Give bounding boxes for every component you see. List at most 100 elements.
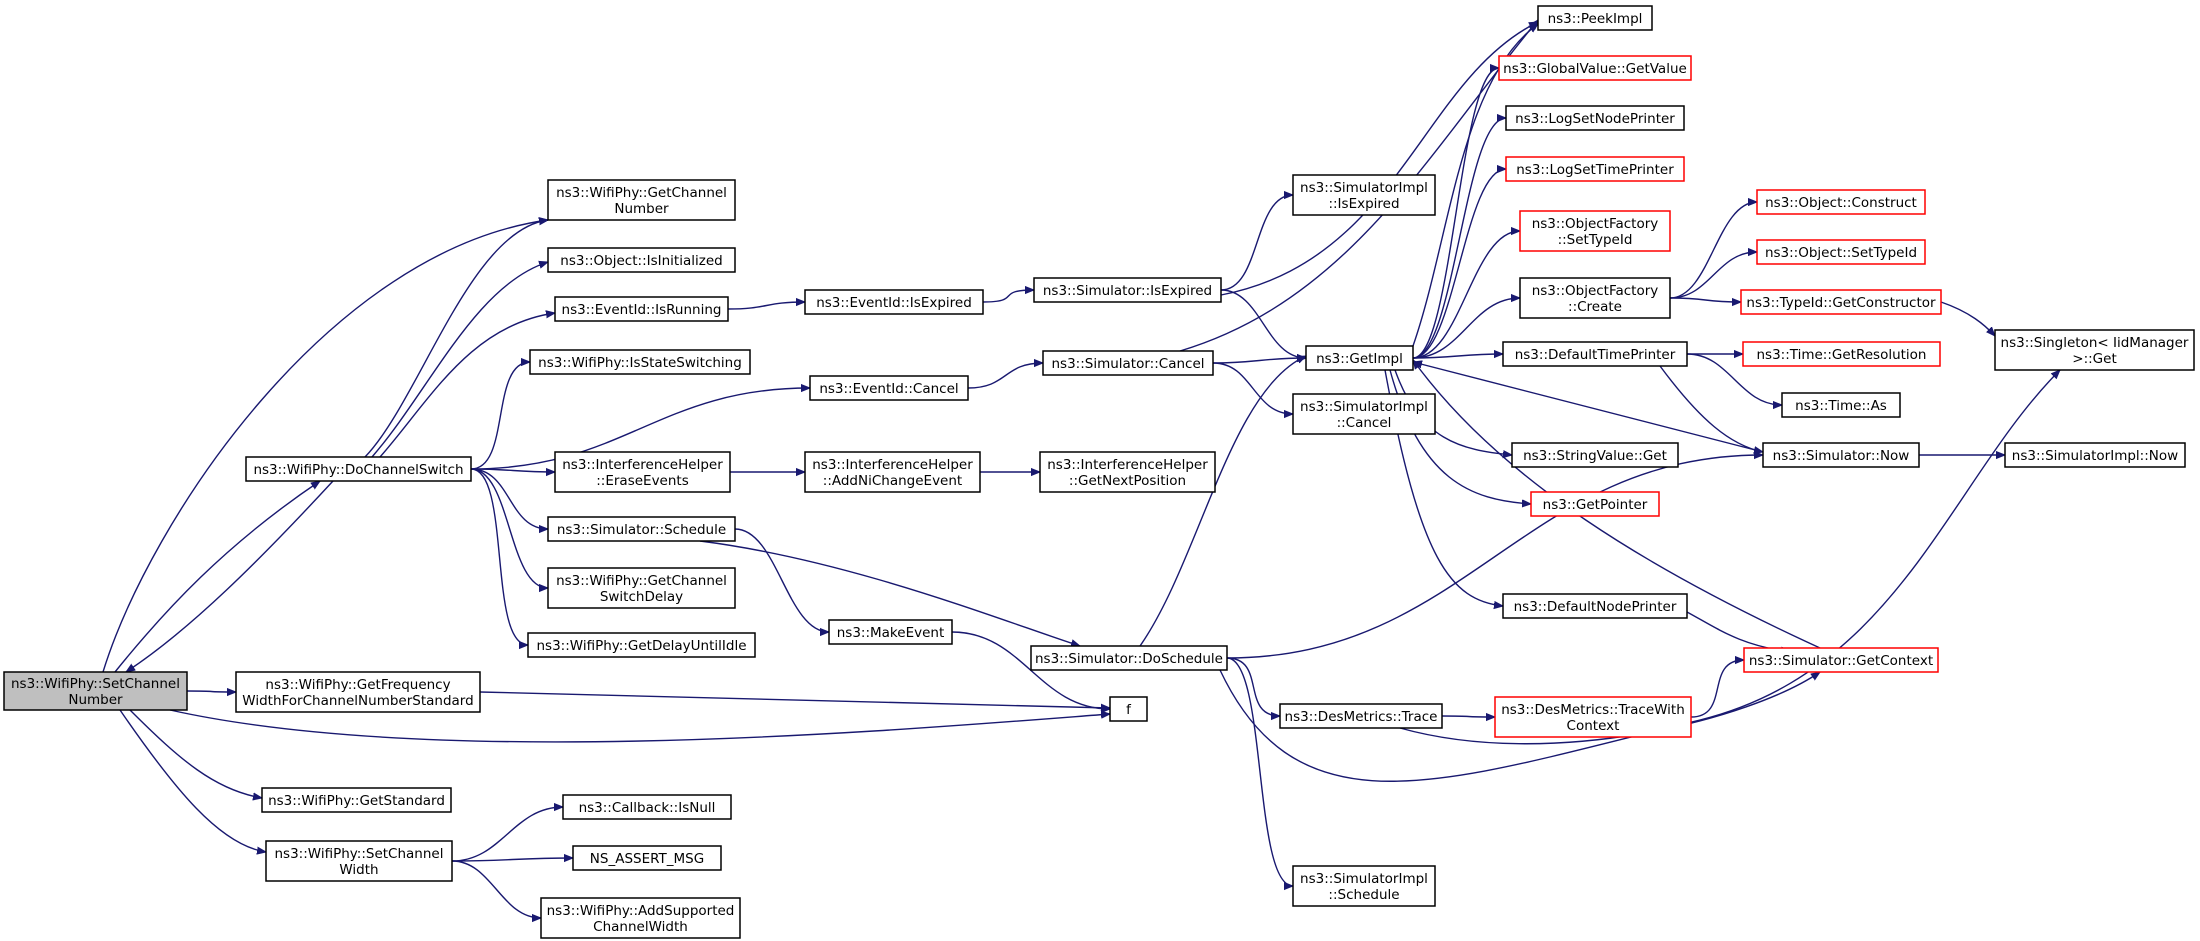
node-peek[interactable]: ns3::PeekImpl: [1537, 5, 1653, 31]
node-intadd[interactable]: ns3::InterferenceHelper::AddNiChangeEven…: [804, 451, 981, 493]
node-box: [1994, 329, 2195, 371]
edge-getimpl-to-ofcreate: [1412, 298, 1520, 359]
node-getptr[interactable]: ns3::GetPointer: [1530, 491, 1660, 517]
edge-setchan-to-dochan: [114, 481, 320, 673]
node-simnow[interactable]: ns3::Simulator::Now: [1762, 442, 1920, 468]
node-box: [527, 632, 756, 658]
edge-simctx-to-getimpl: [1413, 360, 1821, 649]
node-destrace[interactable]: ns3::DesMetrics::Trace: [1279, 703, 1443, 729]
node-label: f: [1126, 702, 1132, 718]
node-strget[interactable]: ns3::StringValue::Get: [1511, 442, 1679, 468]
node-dosched[interactable]: ns3::Simulator::DoSchedule: [1030, 645, 1228, 671]
node-label: Number: [68, 692, 123, 708]
edge-dochan-to-isinit: [371, 262, 548, 458]
edge-getimpl-to-defnode: [1384, 369, 1503, 606]
node-label: ns3::WifiPhy::SetChannel: [11, 676, 180, 692]
node-box: [1502, 593, 1688, 619]
node-label: ns3::SimulatorImpl: [1300, 399, 1428, 415]
node-box: [1511, 442, 1679, 468]
node-label: ns3::InterferenceHelper: [812, 457, 973, 473]
edge-setchan-to-getchan: [102, 220, 548, 673]
edge-layer: [102, 20, 2060, 918]
node-intnext[interactable]: ns3::InterferenceHelper::GetNextPosition: [1039, 451, 1216, 493]
node-singleton[interactable]: ns3::Singleton< IidManager >::Get: [1994, 329, 2195, 371]
node-label: ns3::Singleton< IidManager: [2001, 335, 2189, 351]
node-label: ChannelWidth: [593, 919, 688, 935]
node-getimpl[interactable]: ns3::GetImpl: [1305, 345, 1414, 371]
node-box: [1033, 277, 1222, 303]
node-simimplexp[interactable]: ns3::SimulatorImpl::IsExpired: [1292, 174, 1436, 216]
node-simcancel[interactable]: ns3::Simulator::Cancel: [1042, 350, 1214, 376]
node-ofcreate[interactable]: ns3::ObjectFactory::Create: [1519, 277, 1671, 319]
node-label: ns3::WifiPhy::DoChannelSwitch: [253, 462, 463, 478]
edge-dochan-to-evcancel: [470, 388, 810, 470]
node-label: >::Get: [2072, 351, 2116, 367]
edge-defnode-to-simctx: [1686, 611, 1790, 652]
node-interase[interactable]: ns3::InterferenceHelper::EraseEvents: [554, 451, 731, 493]
node-box: [1756, 189, 1926, 215]
edge-dosched-to-singleton: [1219, 370, 2060, 782]
node-label: ns3::DesMetrics::Trace: [1285, 709, 1438, 725]
edge-simcancel-to-simimplcancel: [1212, 362, 1293, 414]
node-assert[interactable]: NS_ASSERT_MSG: [572, 845, 722, 871]
node-timeres[interactable]: ns3::Time::GetResolution: [1742, 341, 1941, 367]
node-ofset[interactable]: ns3::ObjectFactory::SetTypeId: [1519, 210, 1671, 252]
node-box: [804, 289, 984, 315]
node-getfreq[interactable]: ns3::WifiPhy::GetFrequencyWidthForChanne…: [235, 671, 481, 713]
node-timeas[interactable]: ns3::Time::As: [1781, 392, 1901, 418]
node-isinit[interactable]: ns3::Object::IsInitialized: [547, 247, 736, 273]
node-cbnull[interactable]: ns3::Callback::IsNull: [562, 794, 732, 820]
node-label: ns3::InterferenceHelper: [562, 457, 723, 473]
node-simimplcancel[interactable]: ns3::SimulatorImpl::Cancel: [1292, 393, 1436, 435]
node-simimplnow[interactable]: ns3::SimulatorImpl::Now: [2004, 442, 2186, 468]
node-evcancel[interactable]: ns3::EventId::Cancel: [809, 375, 969, 401]
node-simctx[interactable]: ns3::Simulator::GetContext: [1743, 647, 1939, 673]
node-label: ::GetNextPosition: [1069, 473, 1186, 489]
node-simexp[interactable]: ns3::Simulator::IsExpired: [1033, 277, 1222, 303]
node-evexp[interactable]: ns3::EventId::IsExpired: [804, 289, 984, 315]
node-box: [1279, 703, 1443, 729]
node-logtime[interactable]: ns3::LogSetTimePrinter: [1505, 156, 1685, 182]
edge-dosched-to-simnow: [1226, 455, 1763, 659]
node-getdui[interactable]: ns3::WifiPhy::GetDelayUntilIdle: [527, 632, 756, 658]
node-label: ns3::ObjectFactory: [1532, 283, 1659, 299]
node-gvget[interactable]: ns3::GlobalValue::GetValue: [1498, 55, 1692, 81]
node-f[interactable]: f: [1109, 696, 1148, 722]
node-label: ns3::Simulator::DoSchedule: [1035, 651, 1223, 667]
node-dochan[interactable]: ns3::WifiPhy::DoChannelSwitch: [245, 456, 472, 482]
node-label: ns3::Time::GetResolution: [1756, 347, 1926, 363]
edge-getimpl-to-ofset: [1412, 231, 1520, 359]
edge-simnow-to-getimpl: [1413, 362, 1764, 453]
edge-ofcreate-to-objcons: [1669, 202, 1757, 299]
node-isstate[interactable]: ns3::WifiPhy::IsStateSwitching: [529, 349, 751, 375]
node-getstd[interactable]: ns3::WifiPhy::GetStandard: [261, 787, 452, 813]
node-box: [1109, 696, 1148, 722]
node-tidcons[interactable]: ns3::TypeId::GetConstructor: [1740, 289, 1942, 315]
node-lognode[interactable]: ns3::LogSetNodePrinter: [1505, 105, 1685, 131]
node-objcons[interactable]: ns3::Object::Construct: [1756, 189, 1926, 215]
node-box: [1498, 55, 1692, 81]
node-defnode[interactable]: ns3::DefaultNodePrinter: [1502, 593, 1688, 619]
node-label: ns3::EventId::IsRunning: [562, 302, 722, 318]
edge-dosched-to-simimplsched: [1226, 657, 1294, 886]
node-box: [554, 451, 731, 493]
node-label: ns3::MakeEvent: [837, 625, 945, 641]
node-simsched[interactable]: ns3::Simulator::Schedule: [547, 516, 736, 542]
node-box: [540, 897, 741, 939]
node-box: [235, 671, 481, 713]
node-deftime[interactable]: ns3::DefaultTimePrinter: [1502, 341, 1688, 367]
edge-setwidth-to-cbnull: [451, 807, 563, 862]
edge-dochan-to-interase: [470, 469, 555, 472]
node-evrun[interactable]: ns3::EventId::IsRunning: [554, 296, 729, 322]
node-makeev[interactable]: ns3::MakeEvent: [828, 619, 953, 645]
node-label: ns3::Simulator::Now: [1773, 448, 1910, 464]
node-label: ns3::WifiPhy::IsStateSwitching: [538, 355, 742, 371]
node-objset[interactable]: ns3::Object::SetTypeId: [1756, 239, 1926, 265]
node-simimplsched[interactable]: ns3::SimulatorImpl::Schedule: [1292, 865, 1436, 907]
